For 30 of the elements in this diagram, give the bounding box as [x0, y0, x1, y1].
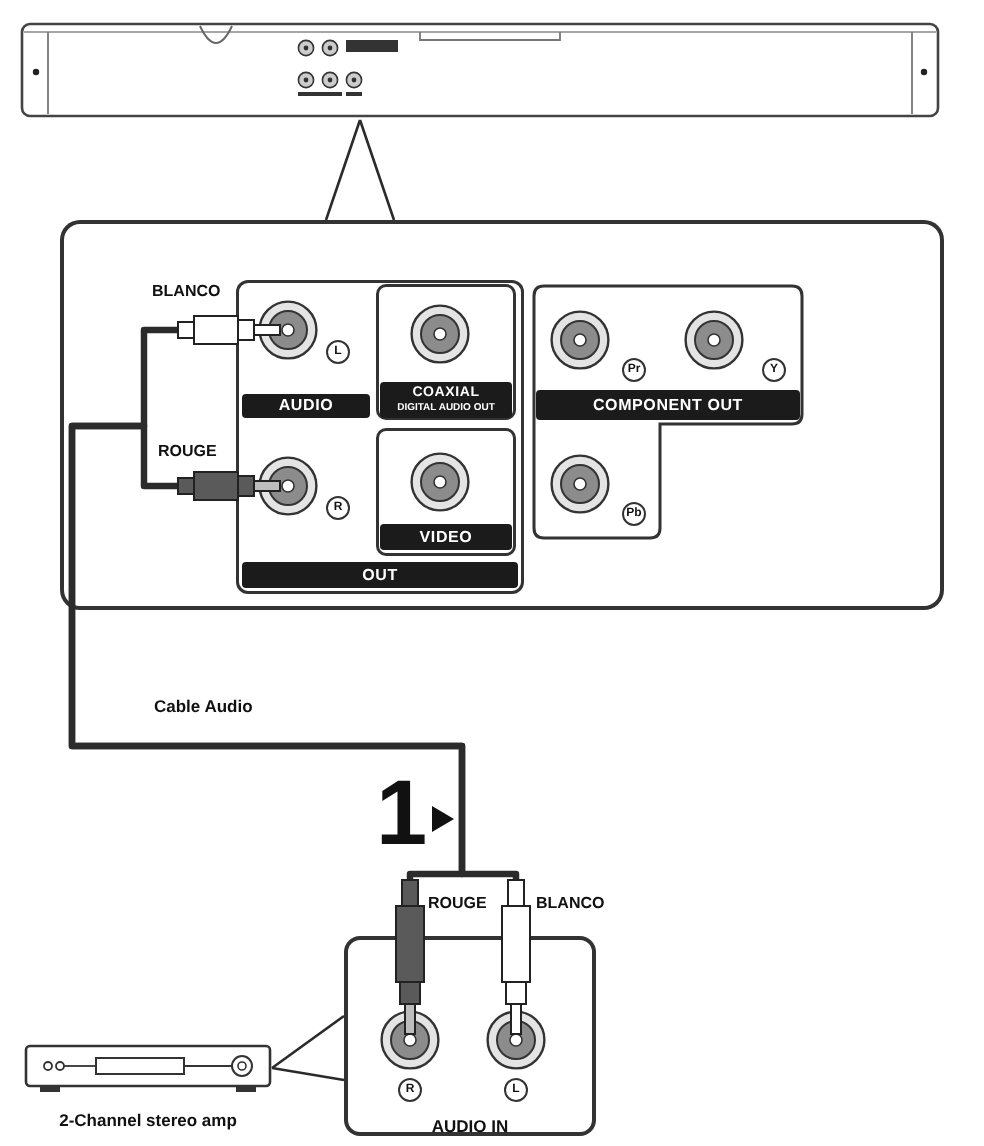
callout-line [270, 1014, 346, 1082]
callout-line [324, 118, 396, 222]
jack-icon [550, 454, 610, 514]
connector-box [376, 284, 516, 420]
panel-label: AUDIO IN [431, 1116, 509, 1138]
section-label: COMPONENT OUT [536, 390, 800, 420]
jack-icon [684, 310, 744, 370]
jack-icon [258, 456, 318, 516]
audio-cable [68, 422, 466, 1035]
section-label: AUDIO [242, 394, 370, 418]
section-label: VIDEO [380, 524, 512, 550]
connector-group [236, 280, 524, 594]
plug-label: ROUGE [428, 894, 487, 914]
connector-group [532, 284, 804, 540]
jack-icon [410, 452, 470, 512]
plug-label: BLANCO [536, 894, 605, 914]
label-band [380, 382, 512, 418]
input-panel [344, 936, 596, 1136]
jack-icon [410, 304, 470, 364]
plug-label: ROUGE [158, 442, 217, 462]
jack-icon [258, 300, 318, 360]
callout-panel [60, 220, 944, 610]
jack-icon [550, 310, 610, 370]
device-caption: 2-Channel stereo amp [59, 1110, 237, 1132]
cable-label: Cable Audio [154, 696, 253, 718]
step-number: 1 [376, 772, 428, 852]
section-label: OUT [242, 562, 518, 588]
connector-box [376, 428, 516, 556]
plug-label: BLANCO [152, 282, 221, 302]
dvd-player-drawing [20, 20, 940, 120]
